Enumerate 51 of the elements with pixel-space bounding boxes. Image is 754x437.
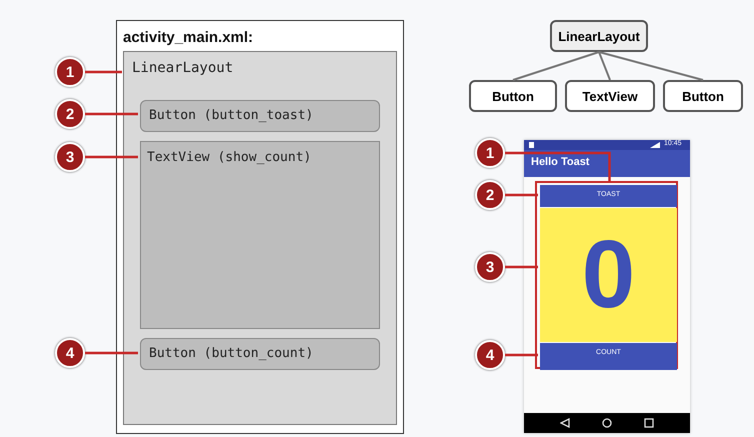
callout-circle	[475, 180, 505, 210]
callout-number: 4	[64, 345, 76, 362]
callout-circle	[55, 57, 85, 87]
highlight-outline	[535, 181, 678, 369]
leader-line	[505, 266, 538, 268]
app-title: Hello Toast	[531, 156, 590, 168]
tree-child-box	[469, 80, 557, 112]
callout-circle	[475, 340, 505, 370]
callout-number: 1	[484, 145, 496, 162]
callout-number: 3	[64, 149, 76, 166]
button-element-box	[140, 100, 380, 132]
leader-line	[505, 152, 611, 181]
leader-line	[85, 70, 122, 74]
element-label: Button (button_toast)	[149, 108, 314, 123]
phone-screen	[524, 140, 690, 433]
app-button	[540, 343, 677, 370]
callout-number: 3	[484, 259, 496, 276]
tree-label: LinearLayout	[557, 29, 641, 44]
leader-line	[85, 112, 138, 116]
tree-connector	[512, 51, 600, 81]
callout-circle	[55, 142, 85, 172]
app-button	[540, 185, 677, 207]
callout-number: 1	[64, 64, 76, 81]
tree-child-box	[663, 80, 743, 112]
tree-connector	[598, 52, 611, 80]
count-display	[540, 208, 677, 342]
tree-child-box	[565, 80, 655, 112]
tree-root-box	[550, 20, 648, 52]
callout-circle	[55, 99, 85, 129]
callout-number: 2	[484, 187, 496, 204]
callout-number: 2	[64, 106, 76, 123]
element-label: Button (button_count)	[149, 346, 314, 361]
callout-circle	[475, 252, 505, 282]
leader-line	[85, 352, 138, 354]
textview-element-box	[140, 141, 380, 329]
callout-number: 4	[484, 347, 496, 364]
count-number: 0	[580, 220, 636, 330]
file-heading: activity_main.xml:	[123, 29, 254, 46]
element-label: TextView (show_count)	[147, 150, 312, 165]
element-label: LinearLayout	[132, 60, 234, 76]
callout-circle	[475, 138, 505, 168]
leader-line	[505, 194, 538, 196]
app-bar	[524, 150, 690, 177]
tree-connector	[598, 51, 704, 81]
leader-line	[85, 156, 138, 158]
leader-line	[505, 354, 538, 356]
tree-label: TextView	[581, 89, 639, 104]
tree-label: Button	[681, 89, 725, 104]
tree-label: Button	[491, 89, 535, 104]
callout-circle	[55, 338, 85, 368]
button-element-box	[140, 338, 380, 370]
